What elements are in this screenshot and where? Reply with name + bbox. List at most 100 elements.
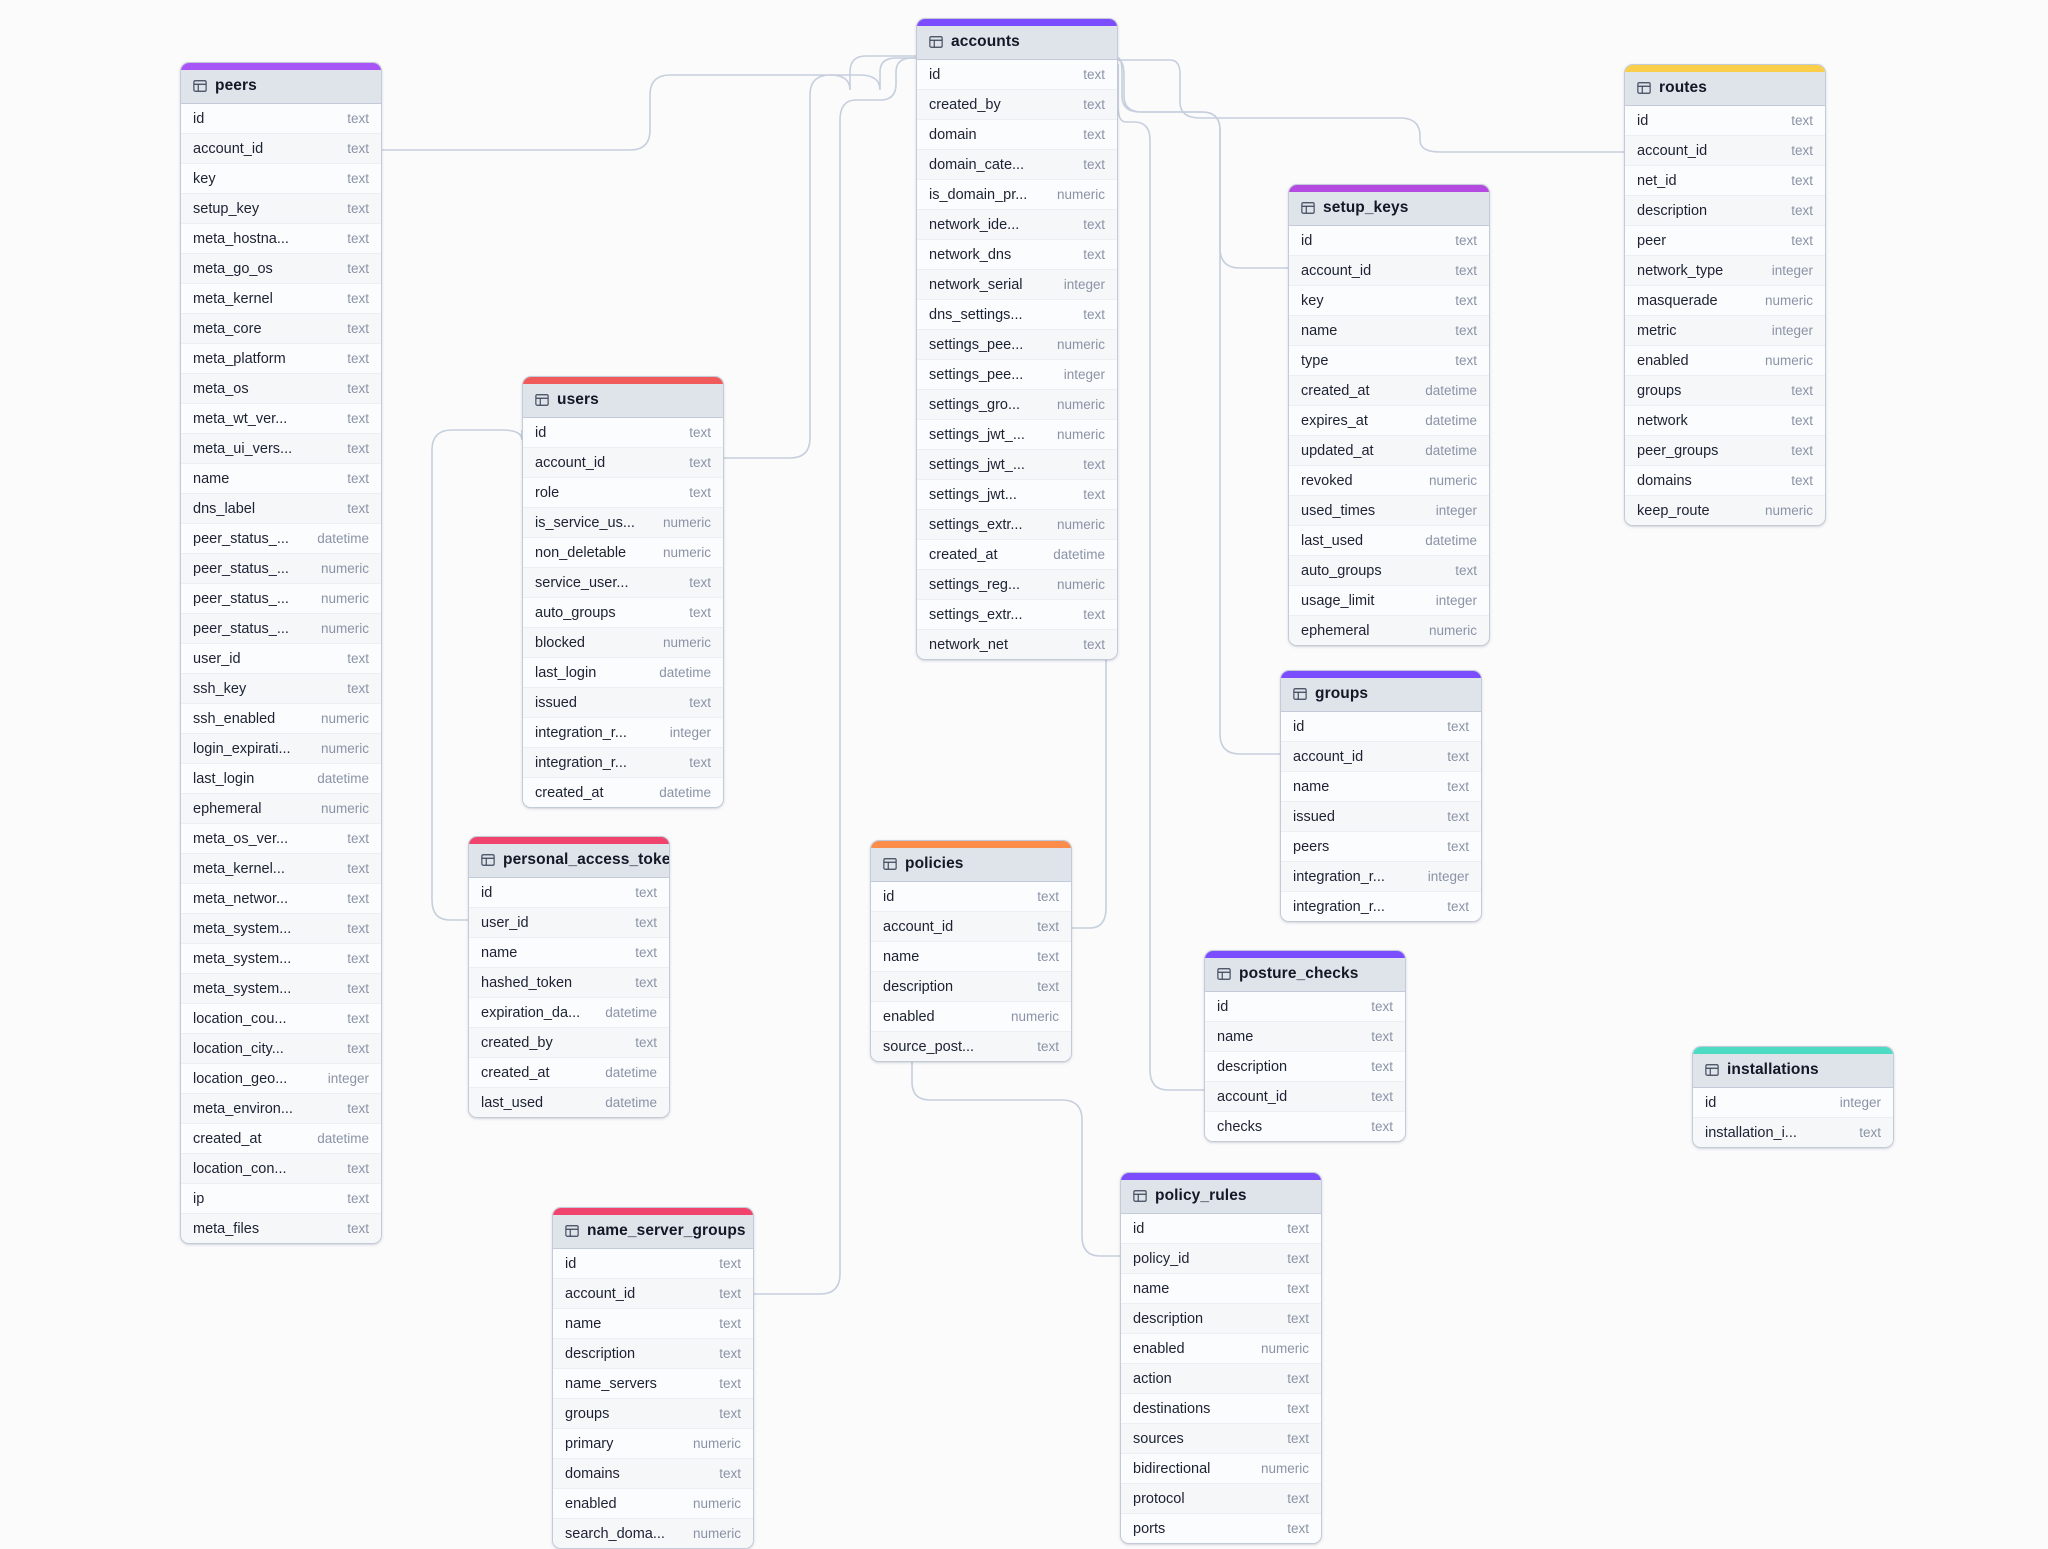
column-row[interactable]: settings_gro...numeric — [917, 390, 1117, 420]
column-row[interactable]: peer_status_...numeric — [181, 554, 381, 584]
column-row[interactable]: settings_pee...integer — [917, 360, 1117, 390]
table-header-groups[interactable]: groups — [1281, 678, 1481, 712]
column-row[interactable]: source_post...text — [871, 1032, 1071, 1061]
column-row[interactable]: meta_kernel...text — [181, 854, 381, 884]
table-header-policies[interactable]: policies — [871, 848, 1071, 882]
column-row[interactable]: installation_i...text — [1693, 1118, 1893, 1147]
column-row[interactable]: meta_system...text — [181, 914, 381, 944]
column-row[interactable]: meta_wt_ver...text — [181, 404, 381, 434]
table-header-routes[interactable]: routes — [1625, 72, 1825, 106]
column-row[interactable]: meta_os_ver...text — [181, 824, 381, 854]
column-row[interactable]: settings_jwt_...text — [917, 450, 1117, 480]
column-row[interactable]: meta_system...text — [181, 974, 381, 1004]
column-row[interactable]: settings_pee...numeric — [917, 330, 1117, 360]
column-row[interactable]: settings_jwt_...numeric — [917, 420, 1117, 450]
column-row[interactable]: location_city...text — [181, 1034, 381, 1064]
column-row[interactable]: meta_hostna...text — [181, 224, 381, 254]
column-row[interactable]: login_expirati...numeric — [181, 734, 381, 764]
column-row[interactable]: is_service_us...numeric — [523, 508, 723, 538]
column-row[interactable]: expiration_da...datetime — [469, 998, 669, 1028]
column-row[interactable]: is_domain_pr...numeric — [917, 180, 1117, 210]
column-row[interactable]: service_user...text — [523, 568, 723, 598]
column-row[interactable]: integration_r...text — [523, 748, 723, 778]
column-row[interactable]: network_ide...text — [917, 210, 1117, 240]
column-row[interactable]: settings_extr...text — [917, 600, 1117, 630]
column-row[interactable]: settings_reg...numeric — [917, 570, 1117, 600]
table-header-personal_access_tokens[interactable]: personal_access_tokens — [469, 844, 669, 878]
column-row[interactable]: integration_r...integer — [1281, 862, 1481, 892]
column-row[interactable]: peer_status_...datetime — [181, 524, 381, 554]
column-row[interactable]: meta_environ...text — [181, 1094, 381, 1124]
